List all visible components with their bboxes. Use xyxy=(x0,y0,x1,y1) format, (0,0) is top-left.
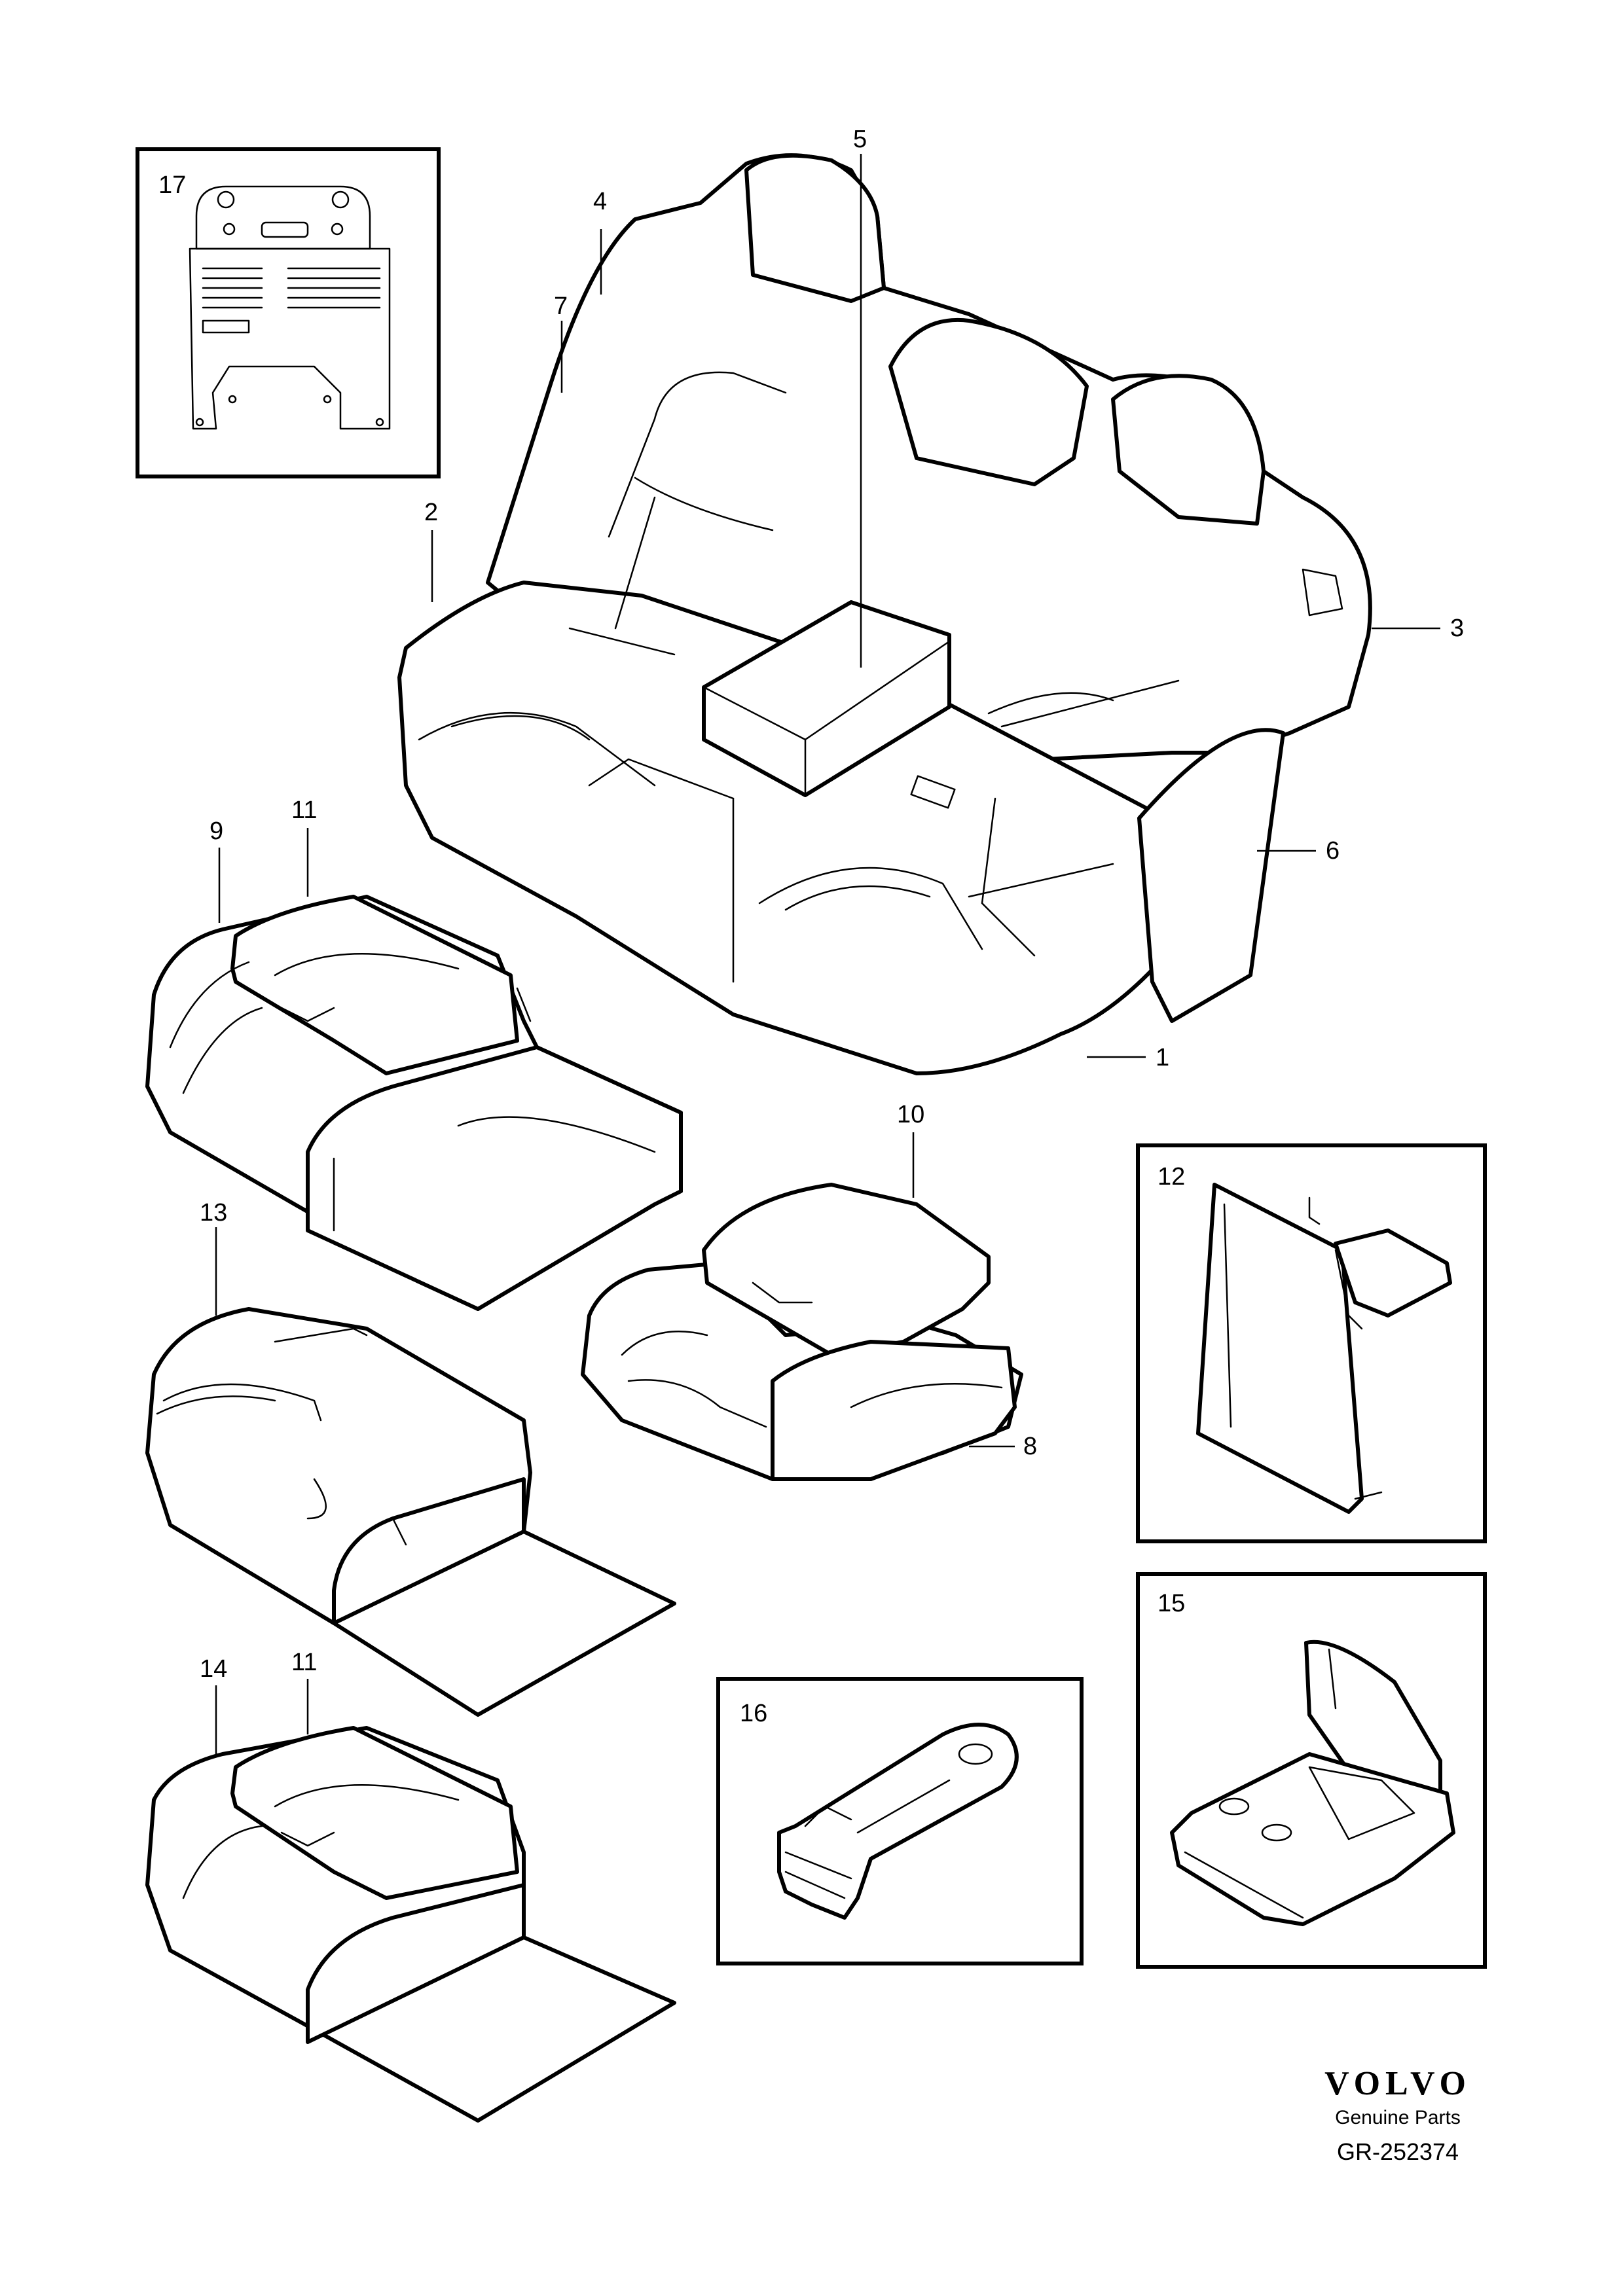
inset-15: 15 xyxy=(1136,1572,1487,1969)
leader-lines-main xyxy=(431,154,1440,1058)
callout-17: 17 xyxy=(158,171,186,199)
cushion-set-9-11 xyxy=(145,828,683,1311)
callout-labels: 5 4 7 2 3 6 1 9 11 10 13 8 14 11 xyxy=(200,126,1464,1683)
cushion-set-10-8 xyxy=(581,1132,1023,1481)
callout-16: 16 xyxy=(740,1700,767,1727)
callout-4: 4 xyxy=(593,188,607,215)
cushion-set-14-11 xyxy=(145,1679,676,2123)
callout-3: 3 xyxy=(1450,615,1464,642)
callout-8: 8 xyxy=(1023,1433,1037,1460)
inset-12: 12 xyxy=(1136,1143,1487,1543)
brand-logo: VOLVO xyxy=(1324,2065,1471,2102)
callout-6: 6 xyxy=(1326,837,1340,865)
cushion-set-13 xyxy=(145,1227,676,1717)
diagram-code: GR-252374 xyxy=(1337,2138,1459,2165)
callout-14: 14 xyxy=(200,1655,227,1683)
inset-16: 16 xyxy=(716,1677,1084,1965)
callout-7: 7 xyxy=(554,293,568,320)
brand-block: VOLVO Genuine Parts GR-252374 xyxy=(1324,2065,1471,2165)
brand-tagline: Genuine Parts xyxy=(1335,2107,1461,2128)
callout-11-upper: 11 xyxy=(291,797,317,824)
callout-9: 9 xyxy=(210,817,223,845)
rear-seat-assembly xyxy=(397,153,1372,1075)
callout-10: 10 xyxy=(897,1101,924,1128)
callout-5: 5 xyxy=(853,126,867,153)
callout-12: 12 xyxy=(1158,1163,1185,1191)
callout-13: 13 xyxy=(200,1199,227,1227)
callout-11-lower: 11 xyxy=(291,1649,317,1676)
callout-15: 15 xyxy=(1158,1590,1185,1617)
callout-2: 2 xyxy=(424,499,438,526)
callout-1: 1 xyxy=(1156,1044,1169,1071)
inset-17-label: 17 xyxy=(136,147,441,478)
